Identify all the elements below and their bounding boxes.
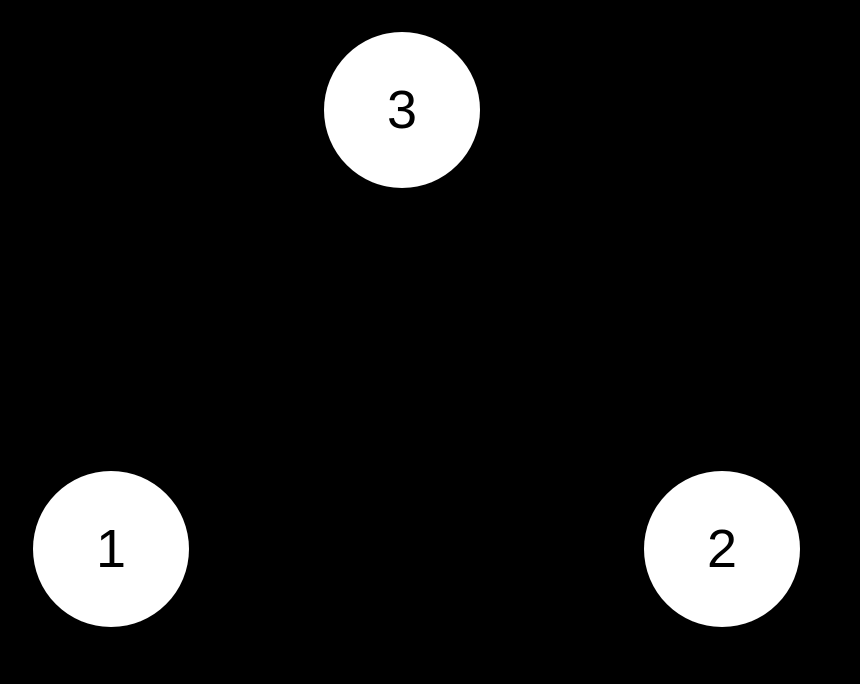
graph-node-2[interactable]: 2 xyxy=(644,471,800,627)
node-label: 2 xyxy=(706,519,738,579)
node-label: 1 xyxy=(95,519,127,579)
node-label: 3 xyxy=(386,80,418,140)
graph-node-1[interactable]: 1 xyxy=(33,471,189,627)
graph-node-3[interactable]: 3 xyxy=(324,32,480,188)
